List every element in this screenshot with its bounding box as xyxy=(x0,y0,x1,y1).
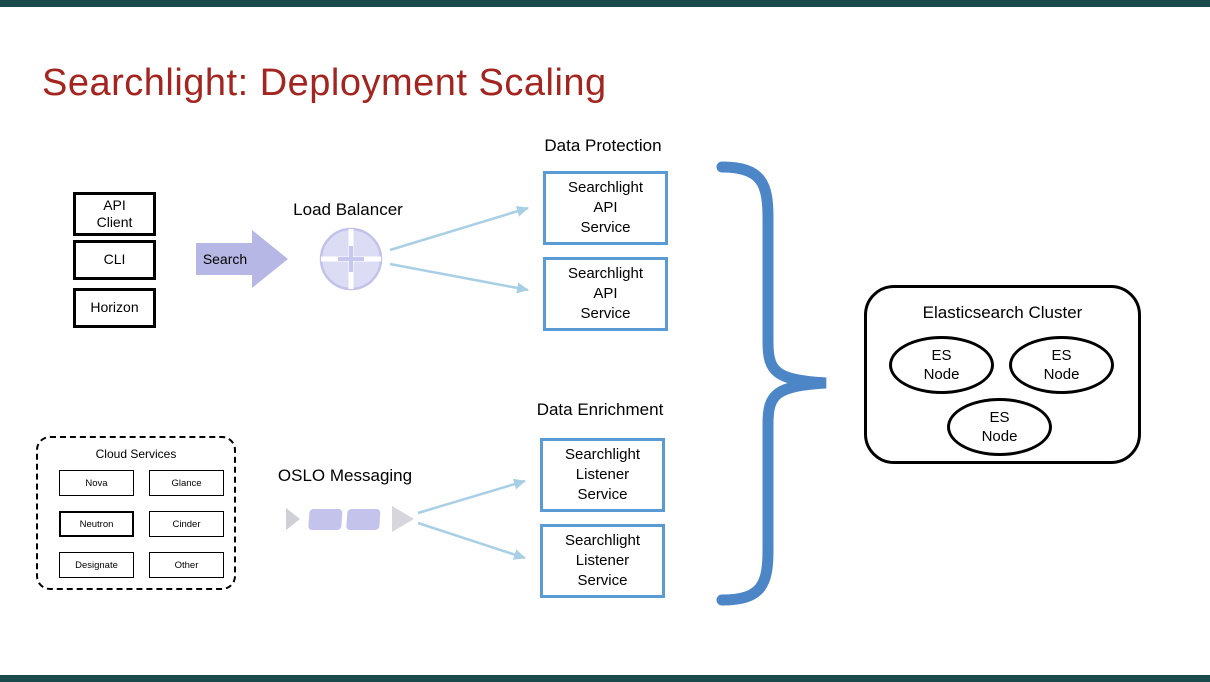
oslo-message-queue-shapes xyxy=(286,506,414,532)
cloud-service-designate: Designate xyxy=(59,552,134,578)
es-node-1: ES Node xyxy=(889,336,994,394)
queue-triangle-right-icon xyxy=(392,506,414,532)
load-balancer-label: Load Balancer xyxy=(293,200,403,219)
search-arrow: Search xyxy=(196,230,288,288)
searchlight-listener-service-box-2: Searchlight Listener Service xyxy=(540,524,665,598)
elasticsearch-cluster-label: Elasticsearch Cluster xyxy=(922,303,1083,322)
searchlight-listener-service-box-1: Searchlight Listener Service xyxy=(540,438,665,512)
arrow-lb-to-api-1 xyxy=(389,205,529,252)
brace-icon xyxy=(716,161,827,606)
page-title: Searchlight: Deployment Scaling xyxy=(42,62,607,104)
data-protection-heading: Data Protection xyxy=(544,136,662,155)
cloud-service-cinder: Cinder xyxy=(149,511,224,537)
arrow-lb-to-api-2 xyxy=(389,262,529,294)
load-balancer-icon xyxy=(318,226,384,297)
load-balancer-sphere xyxy=(319,227,383,291)
cli-box: CLI xyxy=(73,240,156,280)
top-accent-bar xyxy=(0,0,1210,7)
searchlight-api-service-box-1: Searchlight API Service xyxy=(543,171,668,245)
cloud-services-group: Cloud Services Nova Glance Neutron Cinde… xyxy=(36,436,236,590)
queue-triangle-left-icon xyxy=(286,508,300,530)
search-arrow-label: Search xyxy=(202,251,248,267)
elasticsearch-cluster-group: Elasticsearch Cluster ES Node ES Node ES… xyxy=(864,285,1141,464)
oslo-messaging-label: OSLO Messaging xyxy=(277,466,413,485)
cloud-service-nova: Nova xyxy=(59,470,134,496)
cloud-service-other: Other xyxy=(149,552,224,578)
es-node-3: ES Node xyxy=(947,398,1052,456)
data-enrichment-heading: Data Enrichment xyxy=(536,400,664,419)
queue-message-icon-1 xyxy=(308,509,343,530)
arrow-oslo-to-listener-1 xyxy=(417,478,526,515)
searchlight-api-service-box-2: Searchlight API Service xyxy=(543,257,668,331)
es-node-2: ES Node xyxy=(1009,336,1114,394)
arrow-oslo-to-listener-2 xyxy=(417,521,526,560)
queue-message-icon-2 xyxy=(346,509,381,530)
search-arrow-polygon xyxy=(196,230,288,288)
cloud-service-neutron: Neutron xyxy=(59,511,134,537)
horizon-box: Horizon xyxy=(73,288,156,328)
bottom-accent-bar xyxy=(0,675,1210,682)
search-arrow-shape xyxy=(196,230,288,288)
oslo-messaging-icon xyxy=(284,503,424,540)
api-client-box: API Client xyxy=(73,192,156,236)
cloud-service-glance: Glance xyxy=(149,470,224,496)
cloud-services-label: Cloud Services xyxy=(95,447,177,461)
